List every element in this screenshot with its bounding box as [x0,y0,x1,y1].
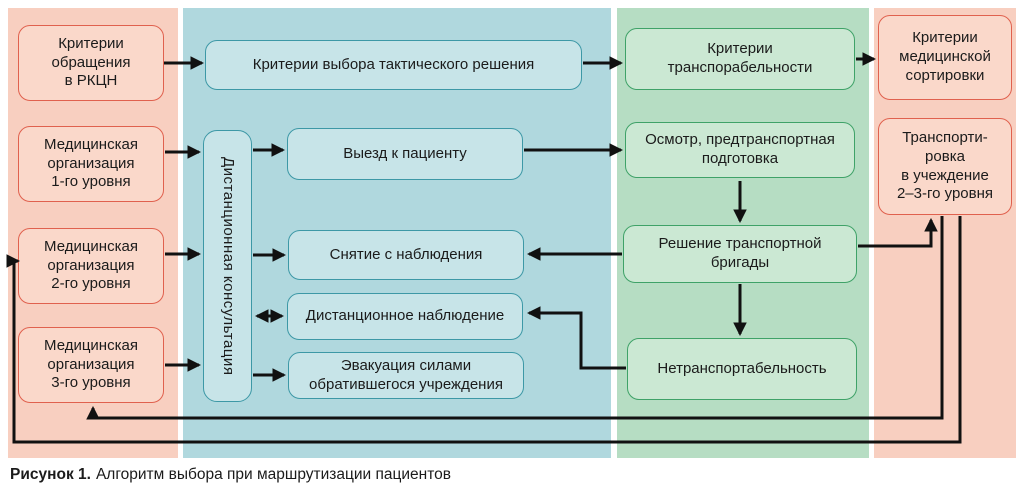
box-org-level-3: Медицинская организация 3-го уровня [18,327,164,403]
box-inspection-preparation-label: Осмотр, предтранспортная подготовка [645,131,835,167]
box-remote-observation: Дистанционное наблюдение [287,293,523,340]
figure-caption-text: Алгоритм выбора при маршрутизации пациен… [95,466,452,483]
box-criteria-medical-triage-label: Критерии медицинской сортировки [899,29,991,84]
box-visit-patient-label: Выезд к пациенту [343,144,467,162]
box-criteria-transportability-label: Критерии транспорабельности [667,40,813,76]
box-transportation-level23-label: Транспорти- ровка в учеждение 2–3-го уро… [896,129,994,203]
box-remote-observation-label: Дистанционное наблюдение [305,307,505,325]
figure-caption: Рисунок 1.Алгоритм выбора при маршрутиза… [10,466,451,484]
box-criteria-medical-triage: Критерии медицинской сортировки [878,15,1012,100]
box-criteria-rkcn: Критерии обращения в РКЦН [18,25,164,101]
box-non-transportable-label: Нетранспортабельность [657,359,827,377]
box-remove-observation: Снятие с наблюдения [288,230,524,280]
box-remove-observation-label: Снятие с наблюдения [329,245,483,263]
box-criteria-rkcn-label: Критерии обращения в РКЦН [51,34,131,90]
figure-caption-number: Рисунок 1. [10,466,91,483]
box-transport-team-decision: Решение транспортной бригады [623,225,857,283]
box-transport-team-decision-label: Решение транспортной бригады [658,235,822,271]
box-criteria-tactical-decision: Критерии выбора тактического решения [205,40,582,90]
box-visit-patient: Выезд к пациенту [287,128,523,180]
box-remote-consultation-label: Дистанционная консультация [219,156,237,376]
box-org-level-1-label: Медицинская организация 1-го уровня [44,135,138,191]
box-org-level-1: Медицинская организация 1-го уровня [18,126,164,202]
box-non-transportable: Нетранспортабельность [627,338,857,400]
box-transportation-level23: Транспорти- ровка в учеждение 2–3-го уро… [878,118,1012,215]
box-criteria-tactical-decision-label: Критерии выбора тактического решения [252,55,535,73]
box-remote-consultation: Дистанционная консультация [203,130,252,402]
box-evacuation-label: Эвакуация силами обратившегося учреждени… [309,356,503,393]
box-inspection-preparation: Осмотр, предтранспортная подготовка [625,122,855,178]
box-evacuation: Эвакуация силами обратившегося учреждени… [288,352,524,399]
box-org-level-2-label: Медицинская организация 2-го уровня [44,237,138,293]
box-criteria-transportability: Критерии транспорабельности [625,28,855,90]
box-org-level-3-label: Медицинская организация 3-го уровня [44,336,138,392]
box-org-level-2: Медицинская организация 2-го уровня [18,228,164,304]
